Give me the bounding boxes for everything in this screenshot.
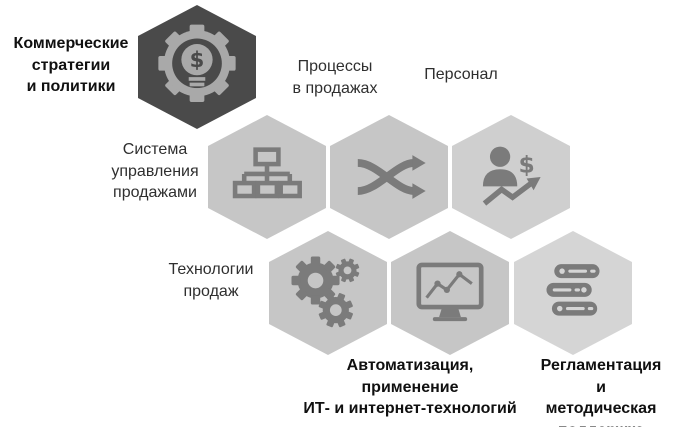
hexagon-technology <box>269 231 387 355</box>
monitor-chart-icon <box>416 262 484 322</box>
label-technology: Технологии продаж <box>168 261 254 300</box>
label-system: Система управления продажами <box>111 141 199 202</box>
shuffle-arrows-icon <box>357 155 426 199</box>
gear-lightbulb-dollar-icon: $ <box>158 24 236 102</box>
label-personnel: Персонал <box>424 66 498 83</box>
stacked-messages-icon <box>546 264 600 316</box>
hexagon-processes <box>330 115 448 239</box>
org-chart-icon <box>232 147 302 199</box>
label-regulation: Регламентация и методическая поддержка п… <box>540 357 662 427</box>
label-strategy: Коммерческие стратегии и политики <box>13 35 129 96</box>
hexagon-strategy: $ <box>138 5 256 129</box>
label-processes: Процессы в продажах <box>292 58 378 97</box>
svg-text:$: $ <box>518 150 534 178</box>
hexagon-automation <box>391 231 509 355</box>
gears-icon <box>291 254 364 332</box>
person-dollar-growth-icon: $ <box>482 146 541 206</box>
svg-text:$: $ <box>190 47 205 72</box>
hexagon-system <box>208 115 326 239</box>
hexagon-personnel: $ <box>452 115 570 239</box>
label-automation: Автоматизация, применение ИТ- и интернет… <box>303 357 517 418</box>
hexagon-regulation <box>514 231 632 355</box>
